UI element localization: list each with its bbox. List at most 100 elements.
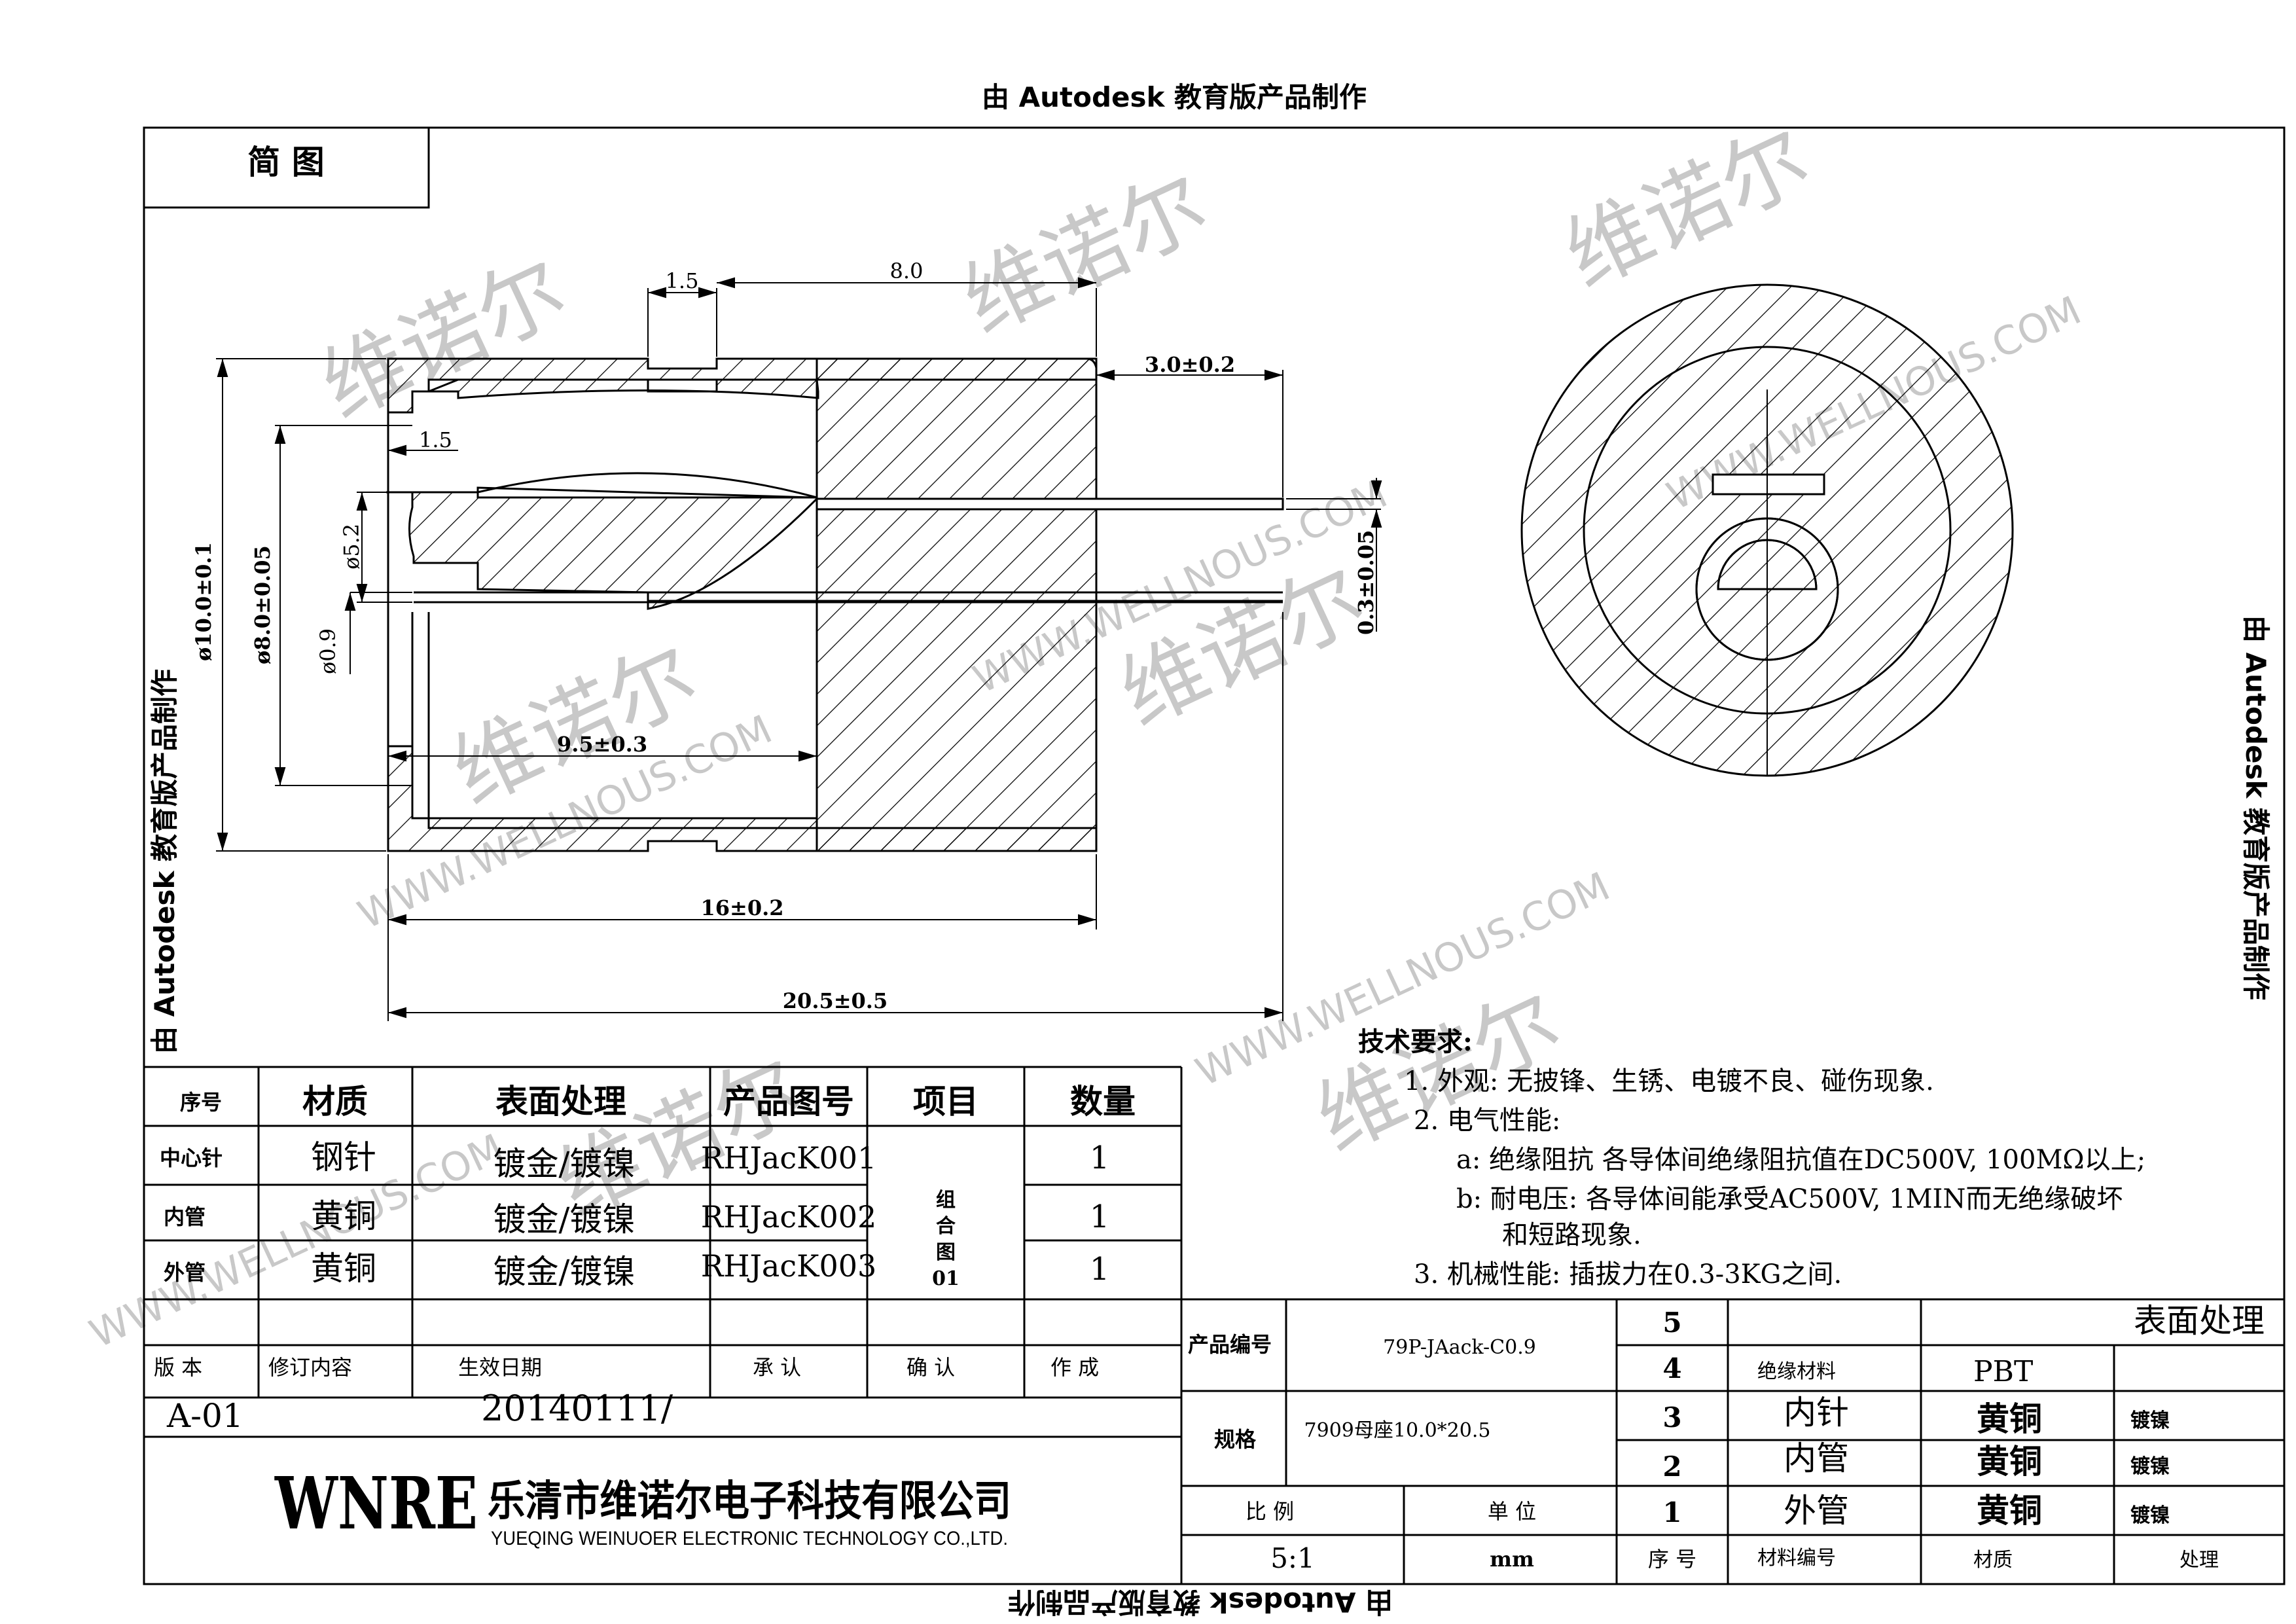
- section-view: [386, 357, 1284, 852]
- bom-cell: 钢针: [311, 1138, 376, 1176]
- item-name: 外管: [1784, 1492, 1849, 1530]
- item-no: 5: [1662, 1307, 1681, 1339]
- tech-line: 1. 外观: 无披锋、生锈、电镀不良、碰伤现象.: [1404, 1066, 1934, 1096]
- dim-label: ø10.0±0.1: [191, 542, 216, 661]
- item-name: 内针: [1784, 1394, 1849, 1432]
- dim-label: 9.5±0.3: [557, 732, 647, 757]
- tech-line: 和短路现象.: [1502, 1220, 1641, 1250]
- item-no: 4: [1662, 1352, 1681, 1384]
- bom-rows: 中心针 钢针 镀金/镀镍 RHJacK001 1 内管 黄铜 镀金/镀镍 RHJ…: [160, 1138, 1109, 1291]
- title-block-text: 产品编号 79P-JAack-C0.9 规格 7909母座10.0*20.5 比…: [1188, 1302, 2265, 1574]
- item-no: 1: [1662, 1496, 1681, 1528]
- dimensions: [216, 277, 1382, 1021]
- bom-cell: 镀金/镀镍: [493, 1145, 636, 1183]
- watermark-cn: 维诺尔: [307, 240, 581, 438]
- bom-cell: 1: [1090, 1251, 1110, 1288]
- unit: mm: [1490, 1547, 1534, 1572]
- bom-cell: 1: [1090, 1199, 1110, 1235]
- project-char: 合: [936, 1215, 956, 1238]
- tech-title: 技术要求:: [1358, 1026, 1473, 1057]
- tech-requirements: 技术要求: 1. 外观: 无披锋、生锈、电镀不良、碰伤现象. 2. 电气性能: …: [1358, 1026, 2145, 1290]
- company-cn: 乐清市维诺尔电子科技有限公司: [488, 1477, 1011, 1526]
- bom-cell: 外管: [164, 1260, 206, 1285]
- scale-label: 比 例: [1246, 1499, 1294, 1524]
- bom-cell: RHJacK002: [701, 1199, 877, 1235]
- item-name: 内管: [1784, 1439, 1849, 1477]
- bom-cell: 内管: [164, 1204, 206, 1229]
- project-char: 01: [932, 1267, 960, 1290]
- tech-line: 3. 机械性能: 插拔力在0.3-3KG之间.: [1414, 1259, 1842, 1290]
- bom-cell: 中心针: [160, 1146, 223, 1170]
- item-name: 绝缘材料: [1757, 1360, 1836, 1383]
- header-box: [143, 126, 430, 209]
- dim-label: 1.5: [666, 268, 699, 293]
- spec: 7909母座10.0*20.5: [1304, 1419, 1491, 1442]
- item-mat: PBT: [1973, 1355, 2033, 1388]
- bom-cell: 黄铜: [311, 1250, 376, 1288]
- project-char: 组: [936, 1189, 956, 1212]
- rev-version: A-01: [166, 1397, 243, 1435]
- dim-label: ø5.2: [339, 524, 364, 569]
- item-fin: 镀镍: [2130, 1504, 2170, 1527]
- rev-date: 20140111/: [481, 1388, 673, 1429]
- item-fin: 镀镍: [2130, 1455, 2170, 1478]
- bom-cell: 黄铜: [311, 1197, 376, 1235]
- bom-header: 数量: [1070, 1082, 1136, 1121]
- product-no-label: 产品编号: [1188, 1332, 1272, 1357]
- item-no: 2: [1662, 1451, 1681, 1483]
- dimension-labels: 1.5 8.0 3.0±0.2 1.5 ø5.2 ø10.0±0.1 ø8.0±…: [191, 259, 1378, 1013]
- rev-header: 修订内容: [268, 1355, 352, 1380]
- item-no: 3: [1662, 1401, 1681, 1434]
- project-char: 图: [936, 1241, 956, 1264]
- item-mat: 黄铜: [1977, 1442, 2042, 1481]
- dim-label: 16±0.2: [700, 895, 783, 920]
- footer-label: 材料编号: [1757, 1547, 1836, 1570]
- bom-headers: 序号 材质 表面处理 产品图号 项目 数量: [180, 1082, 1136, 1121]
- bom-header: 序号: [180, 1090, 222, 1115]
- bom-header: 项目: [913, 1082, 978, 1121]
- bom-table: [143, 1066, 1183, 1584]
- dim-label: ø8.0±0.05: [250, 545, 275, 664]
- header-box-label: 简 图: [247, 143, 324, 181]
- scale: 5:1: [1270, 1542, 1315, 1574]
- dim-label: 1.5: [419, 427, 452, 452]
- revision-row: 版 本 修订内容 生效日期 承 认 确 认 作 成 A-01 20140111/: [154, 1355, 1099, 1435]
- top-banner: 由 Autodesk 教育版产品制作: [982, 81, 1367, 113]
- company-en: YUEQING WEINUOER ELECTRONIC TECHNOLOGY C…: [491, 1528, 1008, 1549]
- tech-line: b: 耐电压: 各导体间能承受AC500V, 1MIN而无绝缘破坏: [1456, 1184, 2123, 1214]
- title-block: [1181, 1298, 2284, 1584]
- item-mat: 黄铜: [1977, 1399, 2042, 1438]
- spec-label: 规格: [1214, 1427, 1257, 1452]
- dim-label: 20.5±0.5: [783, 988, 888, 1013]
- end-view: [1520, 283, 2014, 777]
- watermark-cn: 维诺尔: [1551, 109, 1824, 307]
- dim-label: 8.0: [890, 259, 924, 283]
- item-fin: 镀镍: [2130, 1409, 2170, 1432]
- unit-label: 单 位: [1488, 1499, 1536, 1524]
- bom-cell: 1: [1090, 1140, 1110, 1176]
- bom-header: 表面处理: [495, 1082, 626, 1121]
- rev-header: 作 成: [1050, 1355, 1099, 1380]
- rev-header: 生效日期: [458, 1355, 542, 1380]
- item-mat: 黄铜: [1977, 1491, 2042, 1530]
- bom-cell: RHJacK001: [701, 1140, 877, 1176]
- surface-title: 表面处理: [2134, 1302, 2265, 1340]
- bom-cell: RHJacK003: [701, 1248, 877, 1284]
- footer-label: 序 号: [1648, 1547, 1696, 1572]
- rev-header: 确 认: [906, 1355, 955, 1380]
- tech-line: 2. 电气性能:: [1414, 1106, 1560, 1136]
- dim-label: 3.0±0.2: [1145, 352, 1235, 377]
- watermark-cn: 维诺尔: [948, 154, 1222, 353]
- logo-mark: WNRE: [274, 1461, 478, 1545]
- bom-cell: 镀金/镀镍: [493, 1253, 636, 1291]
- dim-label: 0.3±0.05: [1354, 530, 1378, 635]
- dim-label: ø0.9: [315, 628, 340, 674]
- bom-header: 材质: [302, 1082, 368, 1121]
- product-no: 79P-JAack-C0.9: [1383, 1336, 1536, 1359]
- rev-header: 承 认: [753, 1355, 801, 1380]
- footer-label: 材质: [1973, 1549, 2013, 1572]
- tech-line: a: 绝缘阻抗 各导体间绝缘阻抗值在DC500V, 100MΩ以上;: [1456, 1145, 2145, 1175]
- bom-cell: 镀金/镀镍: [493, 1200, 636, 1238]
- company-logo: WNRE 乐清市维诺尔电子科技有限公司 YUEQING WEINUOER ELE…: [274, 1461, 1011, 1549]
